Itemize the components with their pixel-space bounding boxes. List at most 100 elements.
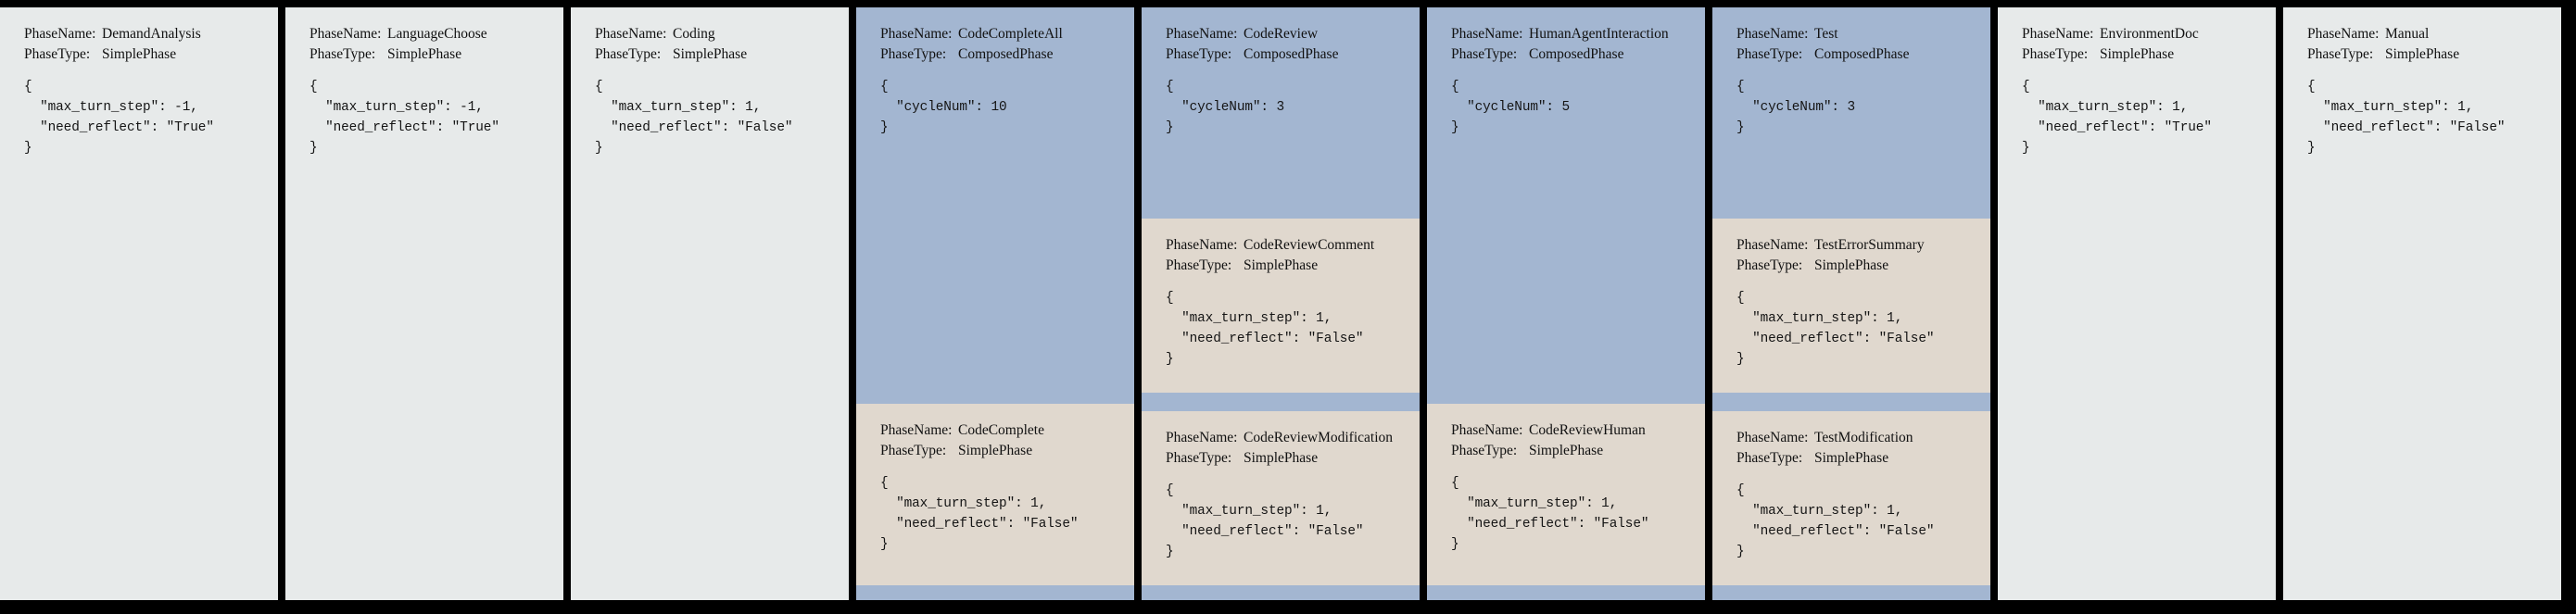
phase-config-json: { "max_turn_step": 1, "need_reflect": "F… [2307, 80, 2506, 156]
meta-row: PhaseType: SimplePhase [1451, 441, 1705, 461]
panel-filler [1998, 182, 2276, 600]
phase-config-json: { "max_turn_step": 1, "need_reflect": "T… [2022, 80, 2212, 156]
phase-type-label: PhaseType: [2022, 46, 2089, 62]
phase-type-value: SimplePhase [958, 443, 1033, 458]
meta-row: PhaseName:TestErrorSummary [1736, 235, 1990, 256]
phase-type-label: PhaseType: [1166, 450, 1232, 467]
phase-type-label: PhaseType: [1451, 443, 1518, 458]
composed-spacer [1142, 161, 1420, 219]
meta-row: PhaseType: SimplePhase [2307, 44, 2561, 65]
meta-row: PhaseName: EnvironmentDoc [2022, 24, 2276, 44]
composed-tail [1142, 585, 1420, 600]
meta-row: PhaseName:Coding [595, 24, 849, 44]
phase-name-value: TestModification [1814, 430, 1913, 446]
meta-row: PhaseType:SimplePhase [1166, 256, 1420, 276]
phase-type-label: PhaseType: [880, 443, 947, 458]
phase-type-label: PhaseType: [1736, 450, 1803, 467]
phase-name-label: PhaseName: [880, 422, 953, 438]
phase-config-json: { "cycleNum": 3 } [1166, 80, 1285, 135]
phase-type-value: ComposedPhase [1814, 46, 1910, 62]
phase-name-label: PhaseName: [1166, 430, 1238, 446]
meta-row: PhaseName: CodeReviewComment [1166, 235, 1420, 256]
phase-name-value: CodeReviewComment [1244, 237, 1375, 254]
phase-config-json: { "max_turn_step": 1, "need_reflect": "F… [595, 80, 793, 156]
phase-type-value: SimplePhase [673, 46, 748, 62]
meta-row: PhaseName:CodeCompleteAll [880, 24, 1134, 44]
phase-type-label: PhaseType: [595, 46, 662, 62]
phase-name-label: PhaseName: [24, 26, 96, 42]
phase-config-json: { "max_turn_step": -1, "need_reflect": "… [24, 80, 214, 156]
phase-type-label: PhaseType: [1451, 46, 1518, 62]
phase-name-value: DemandAnalysis [102, 26, 201, 42]
phase-type-value: SimplePhase [1814, 450, 1889, 467]
phase-type-label: PhaseType: [880, 46, 947, 62]
phase-type-value: SimplePhase [1529, 443, 1604, 458]
phase-name-value: EnvironmentDoc [2100, 26, 2199, 42]
phase-name-label: PhaseName: [1451, 26, 1523, 42]
phase-type-label: PhaseType: [2307, 46, 2374, 62]
composed-spacer [1427, 161, 1705, 404]
composed-tail [1712, 585, 1990, 600]
phase-name-value: TestErrorSummary [1814, 237, 1925, 254]
meta-row: PhaseType: SimplePhase [1166, 448, 1420, 469]
phase-name-label: PhaseName: [309, 26, 382, 42]
phase-name-value: Coding [673, 26, 715, 42]
panel-filler [571, 182, 849, 600]
phase-name-label: PhaseName: [2022, 26, 2094, 42]
phase-name-value: CodeReview [1244, 26, 1319, 42]
meta-row: PhaseType:ComposedPhase [880, 44, 1134, 65]
meta-row: PhaseName:HumanAgentInteraction [1451, 24, 1705, 44]
phase-config-json: { "max_turn_step": 1, "need_reflect": "F… [1736, 291, 1935, 367]
meta-row: PhaseName: TestModification [1736, 428, 1990, 448]
phase-type-value: SimplePhase [1244, 450, 1319, 467]
phase-type-label: PhaseType: [1166, 257, 1232, 274]
phase-config-json: { "max_turn_step": 1, "need_reflect": "F… [880, 476, 1079, 552]
phase-name-label: PhaseName: [1736, 26, 1809, 42]
phase-type-value: SimplePhase [387, 46, 462, 62]
composed-tail [1427, 585, 1705, 600]
phase-name-value: CodeCompleteAll [958, 26, 1063, 42]
phase-name-label: PhaseName: [1736, 430, 1809, 446]
phase-type-value: SimplePhase [2385, 46, 2460, 62]
phase-config-json: { "max_turn_step": 1, "need_reflect": "F… [1736, 483, 1935, 559]
meta-row: PhaseName:Manual [2307, 24, 2561, 44]
phase-type-label: PhaseType: [1166, 46, 1232, 62]
meta-row: PhaseType:SimplePhase [309, 44, 563, 65]
phase-config-json: { "max_turn_step": 1, "need_reflect": "F… [1166, 483, 1364, 559]
phase-type-label: PhaseType: [1736, 257, 1803, 274]
meta-row: PhaseType: SimplePhase [880, 441, 1134, 461]
phase-name-value: LanguageChoose [387, 26, 487, 42]
composed-spacer [856, 161, 1134, 404]
meta-row: PhaseType: SimplePhase [1736, 448, 1990, 469]
meta-row: PhaseName: LanguageChoose [309, 24, 563, 44]
phase-name-label: PhaseName: [1166, 237, 1238, 254]
meta-row: PhaseType:SimplePhase [2022, 44, 2276, 65]
